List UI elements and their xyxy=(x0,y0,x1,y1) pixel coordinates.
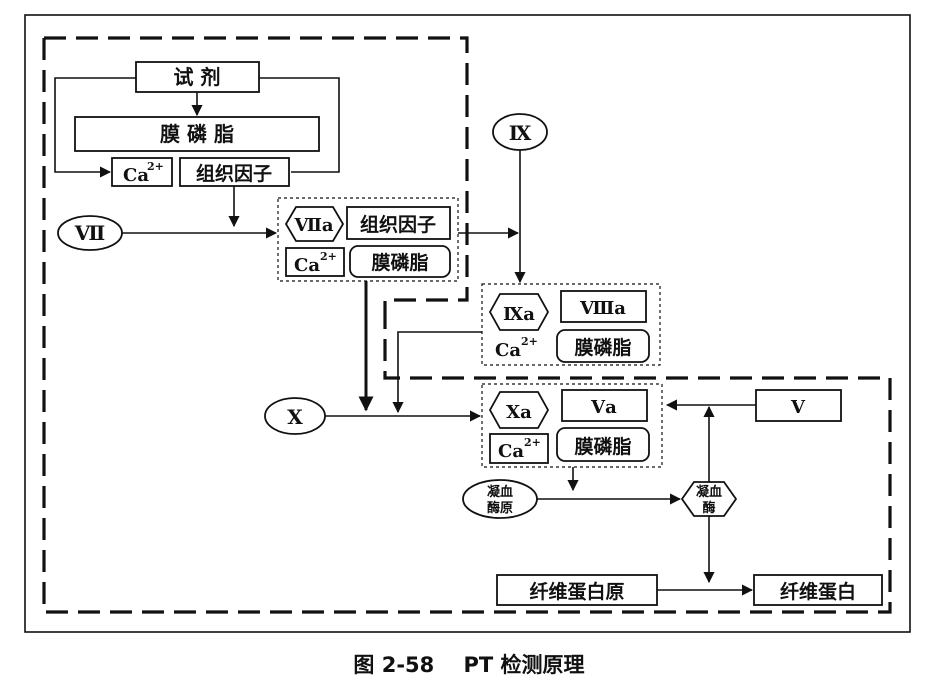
ca-viia-box xyxy=(285,247,345,277)
ca-top-label: Ca xyxy=(123,165,149,186)
outer-frame xyxy=(24,14,911,633)
thrombin-label-2: 酶 xyxy=(702,500,715,516)
thrombin-label-1: 凝血 xyxy=(696,484,722,500)
reagent-to-ca-arrow xyxy=(54,77,136,178)
reagent-label: 试 剂 xyxy=(174,65,221,89)
extrinsic-region-border xyxy=(44,36,469,314)
viia-hexagon xyxy=(284,206,345,242)
phospholipid-ixa-box xyxy=(556,329,650,363)
ca-top-sup: 2+ xyxy=(147,160,164,173)
phospholipid-xa-label: 膜磷脂 xyxy=(573,435,631,458)
ca-xa-box xyxy=(489,433,549,464)
xa-complex-frame xyxy=(481,383,663,468)
phospholipid-viia-box xyxy=(349,245,451,278)
ca-ixa-sup: 2+ xyxy=(521,335,538,348)
reagent-box xyxy=(135,61,260,93)
phospholipid-xa-box xyxy=(556,427,650,462)
reagent-to-tissue-factor-line xyxy=(259,77,340,173)
ca-viia-sup: 2+ xyxy=(320,250,337,263)
viia-complex-frame xyxy=(277,197,459,282)
phospholipid-viia-label: 膜磷脂 xyxy=(370,251,428,274)
thrombin-hexagon xyxy=(680,481,738,517)
ixa-label: Ⅸa xyxy=(503,304,535,325)
va-label: Ⅴa xyxy=(590,397,617,418)
tissue-factor-box xyxy=(346,206,451,240)
phospholipid-top-box xyxy=(74,116,320,152)
fibrinogen-label: 纤维蛋白原 xyxy=(529,580,624,603)
va-box xyxy=(561,389,648,422)
ca-top-box xyxy=(111,157,173,187)
tissue-factor-top-box xyxy=(179,157,290,187)
viiia-label: Ⅷa xyxy=(579,298,626,319)
ixa-hexagon xyxy=(488,293,550,331)
ca-xa-label: Ca xyxy=(498,441,524,462)
fibrin-box xyxy=(753,574,883,606)
prothrombin-label-2: 酶原 xyxy=(487,500,513,516)
phospholipid-top-label: 膜 磷 脂 xyxy=(159,122,234,146)
ca-ixa-label: Ca xyxy=(495,340,521,361)
common-region-border xyxy=(42,38,892,614)
factor-v-box xyxy=(755,389,842,422)
ca-viia-label: Ca xyxy=(294,255,320,276)
viiia-box xyxy=(560,290,647,323)
ca-xa-sup: 2+ xyxy=(524,436,541,449)
ixa-to-x-arrow xyxy=(392,331,482,414)
figure-caption: 图 2-58 PT 检测原理 xyxy=(353,653,584,677)
factor-vii-label: Ⅶ xyxy=(74,221,106,245)
xa-label: Ⅹa xyxy=(506,402,532,423)
factor-ix-label: Ⅸ xyxy=(509,121,532,145)
viia-label: Ⅶa xyxy=(293,215,333,236)
ixa-complex-frame xyxy=(481,283,661,366)
tissue-factor-top-label: 组织因子 xyxy=(196,162,272,185)
phospholipid-ixa-label: 膜磷脂 xyxy=(573,336,631,359)
factor-v-label: Ⅴ xyxy=(790,397,806,418)
xa-hexagon xyxy=(488,391,550,429)
fibrin-label: 纤维蛋白 xyxy=(780,580,856,603)
tissue-factor-label: 组织因子 xyxy=(360,213,436,236)
prothrombin-label-1: 凝血 xyxy=(487,484,513,500)
factor-x-label: Ⅹ xyxy=(287,405,303,429)
